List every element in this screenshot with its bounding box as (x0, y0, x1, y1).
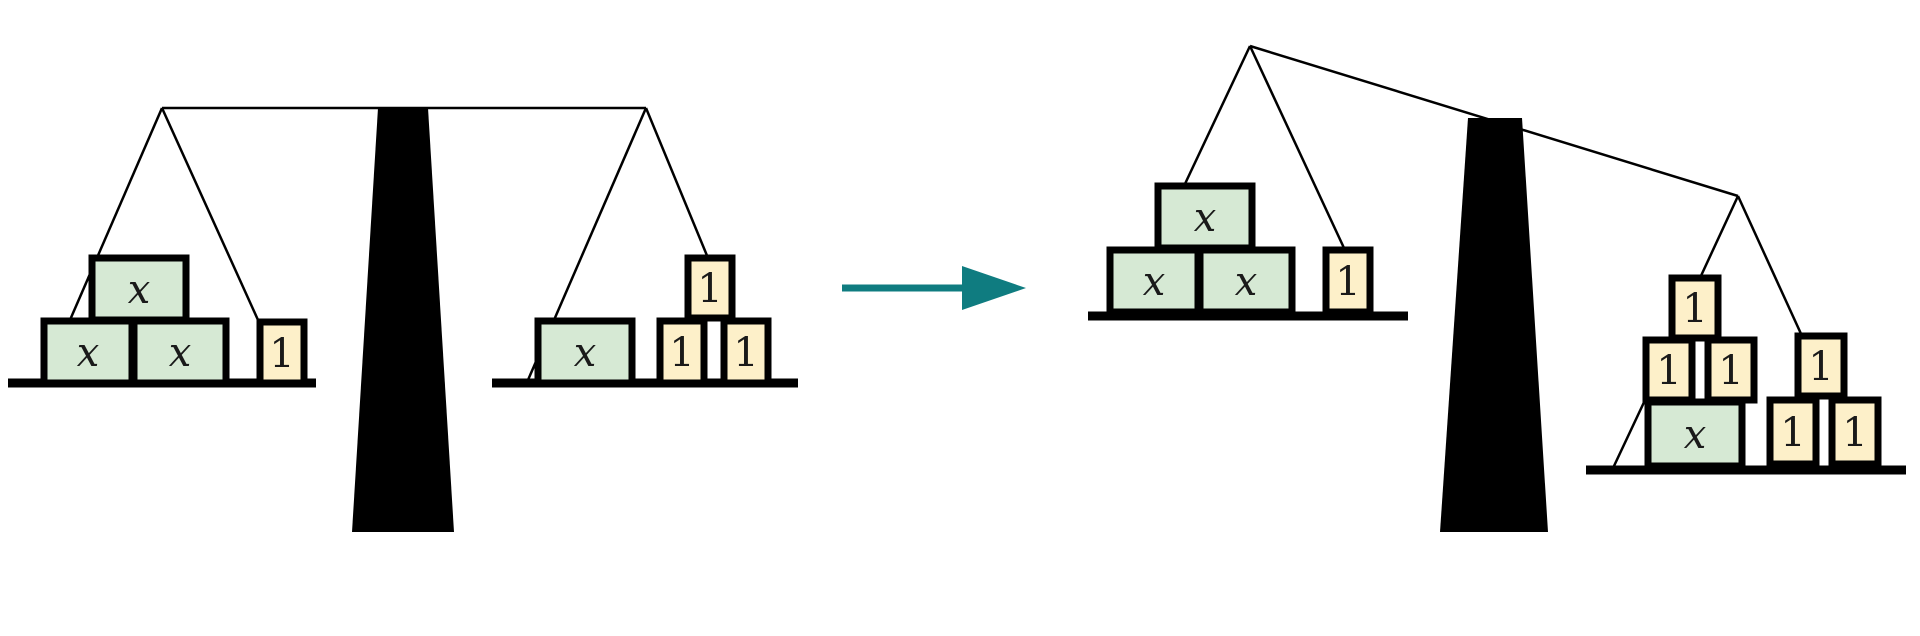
svg-text:1: 1 (697, 266, 722, 312)
right-pan-blocks: 1 1 1 x 1 1 (1642, 274, 1882, 470)
left-pan-blocks: x x x 1 (40, 254, 308, 387)
x-block: x (1154, 182, 1256, 252)
svg-text:1: 1 (1718, 348, 1743, 394)
svg-text:1: 1 (269, 331, 294, 377)
right-pan-blocks: x 1 1 1 (534, 254, 772, 387)
svg-text:1: 1 (669, 330, 694, 376)
svg-text:x: x (1143, 259, 1166, 305)
svg-text:1: 1 (1656, 348, 1681, 394)
x-block: x (1644, 398, 1746, 470)
scale-stand (352, 108, 454, 532)
svg-text:x: x (77, 330, 100, 376)
x-block: x (534, 317, 636, 387)
x-block: x (40, 317, 136, 387)
svg-text:x: x (169, 330, 192, 376)
svg-text:x: x (574, 330, 597, 376)
left-pan-hanger (68, 107, 260, 321)
svg-text:1: 1 (1808, 344, 1833, 390)
one-block: 1 (656, 317, 708, 387)
one-block: 1 (684, 254, 736, 322)
one-block: 1 (1794, 332, 1848, 400)
svg-text:1: 1 (1682, 286, 1707, 332)
x-block: x (1196, 246, 1296, 316)
one-block: 1 (1704, 336, 1758, 404)
one-block: 1 (720, 317, 772, 387)
one-block: 1 (1642, 336, 1696, 404)
svg-text:1: 1 (1780, 410, 1805, 456)
left-pan-blocks: x x x 1 (1106, 182, 1374, 316)
svg-text:x: x (1235, 259, 1258, 305)
svg-text:1: 1 (1842, 410, 1867, 456)
x-block: x (130, 317, 230, 387)
one-block: 1 (1828, 396, 1882, 468)
one-block: 1 (1322, 246, 1374, 316)
x-block: x (1106, 246, 1202, 316)
svg-text:x: x (1194, 195, 1217, 241)
tilted-scale: x x x 1 1 (1088, 44, 1906, 532)
one-block: 1 (256, 318, 308, 387)
one-block: 1 (1766, 396, 1820, 468)
svg-text:x: x (1684, 412, 1707, 458)
balanced-scale: x x x 1 x (8, 106, 798, 532)
svg-text:1: 1 (1335, 259, 1360, 305)
left-pan-hanger (1182, 45, 1346, 249)
transition-arrow (842, 266, 1026, 310)
svg-text:x: x (128, 267, 151, 313)
svg-text:1: 1 (733, 330, 758, 376)
right-pan-hanger (1612, 195, 1804, 467)
x-block: x (88, 254, 190, 324)
scale-beam (1249, 44, 1739, 198)
scale-stand (1440, 118, 1548, 532)
one-block: 1 (1668, 274, 1722, 342)
